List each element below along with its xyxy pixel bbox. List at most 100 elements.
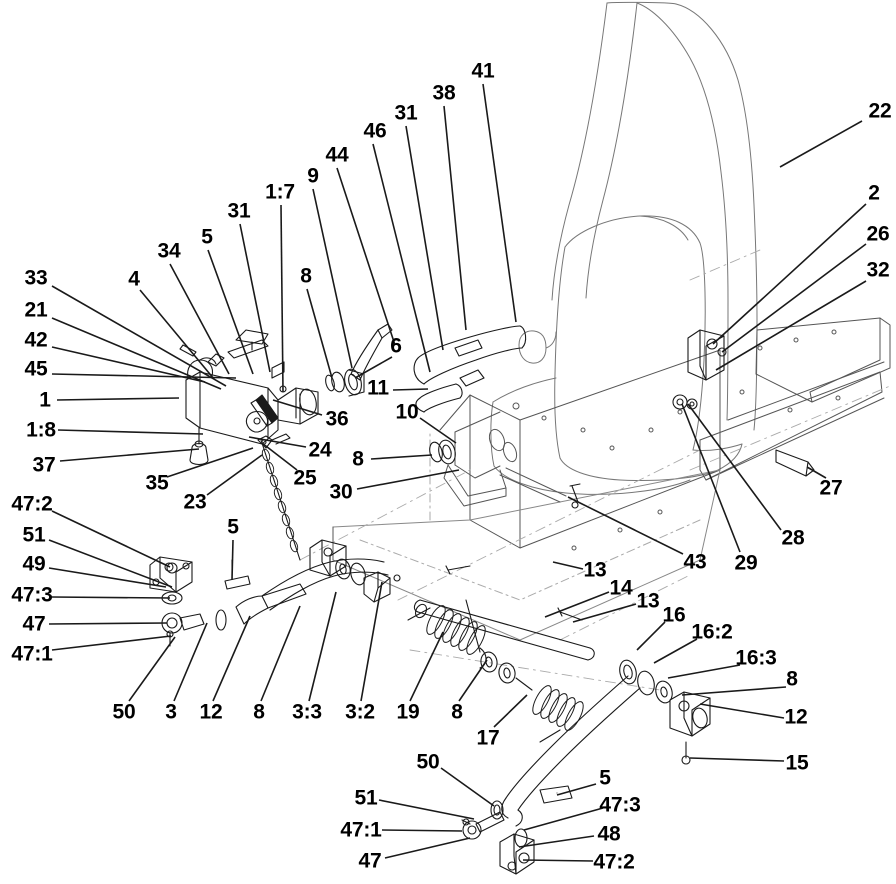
leader-line-29 xyxy=(681,403,741,553)
pin-36 xyxy=(250,394,279,427)
leader-line-3-2 xyxy=(360,581,383,702)
leader-line-48 xyxy=(518,835,595,848)
callout-25: 25 xyxy=(293,466,317,490)
leader-line-5 xyxy=(556,783,597,796)
leader-line-17 xyxy=(493,694,528,728)
callout-47-1: 47:1 xyxy=(11,642,53,666)
bushings-center xyxy=(429,439,456,465)
leader-line-8 xyxy=(370,454,433,460)
leader-line-47-3 xyxy=(51,596,171,599)
leader-line-13 xyxy=(552,561,584,570)
callout-15: 15 xyxy=(785,751,809,775)
callout-50: 50 xyxy=(416,750,440,774)
callout-12: 12 xyxy=(784,705,808,729)
callout-3-2: 3:2 xyxy=(345,700,375,724)
callout-6: 6 xyxy=(390,334,402,358)
callout-19: 19 xyxy=(396,700,420,724)
callout-1-7: 1:7 xyxy=(265,180,295,204)
leader-line-23 xyxy=(206,454,263,496)
leader-line-1-8 xyxy=(57,429,204,435)
callout-8: 8 xyxy=(300,264,312,288)
leader-line-3 xyxy=(173,622,208,702)
leader-line-38 xyxy=(443,105,467,331)
leader-line-47-1 xyxy=(381,829,463,832)
callout-26: 26 xyxy=(866,222,890,246)
leader-line-27 xyxy=(806,466,827,479)
leader-line-41 xyxy=(482,83,517,323)
callout-41: 41 xyxy=(471,59,495,83)
leader-line-51 xyxy=(378,799,475,820)
callout-47-2: 47:2 xyxy=(11,492,53,516)
callout-44: 44 xyxy=(325,143,349,167)
callout-51: 51 xyxy=(354,786,378,810)
leader-line-11 xyxy=(392,388,429,391)
callout-43: 43 xyxy=(683,550,707,574)
chassis-frame xyxy=(332,317,891,641)
leader-line-36 xyxy=(272,399,323,416)
callout-14: 14 xyxy=(609,576,633,600)
callout-34: 34 xyxy=(157,239,181,263)
callout-21: 21 xyxy=(24,298,48,322)
leader-line-43 xyxy=(567,496,684,555)
callout-33: 33 xyxy=(24,266,48,290)
callout-32: 32 xyxy=(866,258,890,282)
callout-16: 16 xyxy=(662,603,686,627)
callout-13: 13 xyxy=(636,589,660,613)
leader-line-47 xyxy=(384,837,471,859)
callout-16-2: 16:2 xyxy=(691,620,733,644)
callout-3: 3 xyxy=(165,700,177,724)
callout-4: 4 xyxy=(128,267,140,291)
callout-50: 50 xyxy=(112,700,136,724)
callout-3-3: 3:3 xyxy=(292,700,322,724)
bottom-link xyxy=(461,785,573,875)
leader-line-19 xyxy=(409,631,444,702)
callout-45: 45 xyxy=(24,357,48,381)
callout-31: 31 xyxy=(394,101,418,125)
leader-line-26 xyxy=(721,243,867,353)
callout-1: 1 xyxy=(39,388,51,412)
callout-47-3: 47:3 xyxy=(599,793,641,817)
callout-48: 48 xyxy=(597,822,621,846)
callout-30: 30 xyxy=(329,480,353,504)
leader-line-8 xyxy=(681,686,787,696)
leader-line-5 xyxy=(231,539,234,581)
leader-line-47 xyxy=(48,622,168,625)
leader-line-13 xyxy=(572,603,637,623)
leader-line-44 xyxy=(336,167,396,346)
leader-line-47-3 xyxy=(523,807,604,831)
leader-line-31 xyxy=(239,223,271,373)
callout-29: 29 xyxy=(734,551,758,575)
leader-line-12 xyxy=(699,703,785,719)
right-hardware xyxy=(569,329,815,509)
callout-51: 51 xyxy=(22,523,46,547)
leader-line-16 xyxy=(636,621,666,651)
callout-12: 12 xyxy=(199,700,223,724)
leader-line-32 xyxy=(715,280,867,371)
leader-line-6 xyxy=(354,356,393,379)
right-lower-arm xyxy=(413,565,711,827)
leader-line-34 xyxy=(169,263,230,375)
callout-36: 36 xyxy=(325,407,349,431)
leader-line-22 xyxy=(779,120,863,168)
callout-28: 28 xyxy=(781,526,805,550)
leader-line-2 xyxy=(712,203,867,345)
callout-11: 11 xyxy=(367,376,389,400)
callout-8: 8 xyxy=(786,667,798,691)
leader-line-5 xyxy=(207,249,254,375)
callout-8: 8 xyxy=(451,700,463,724)
leader-line-4 xyxy=(139,289,215,380)
upper-tubes xyxy=(325,323,527,413)
callout-38: 38 xyxy=(432,81,456,105)
leader-line-8 xyxy=(260,605,301,702)
callout-8: 8 xyxy=(352,447,364,471)
leader-line-16-3 xyxy=(667,664,741,679)
callout-49: 49 xyxy=(22,552,46,576)
callout-8: 8 xyxy=(253,700,265,724)
leader-line-1-7 xyxy=(280,204,284,393)
callout-35: 35 xyxy=(145,471,169,495)
callout-5: 5 xyxy=(599,766,611,790)
callout-24: 24 xyxy=(308,438,332,462)
center-link-hardware xyxy=(309,539,401,603)
